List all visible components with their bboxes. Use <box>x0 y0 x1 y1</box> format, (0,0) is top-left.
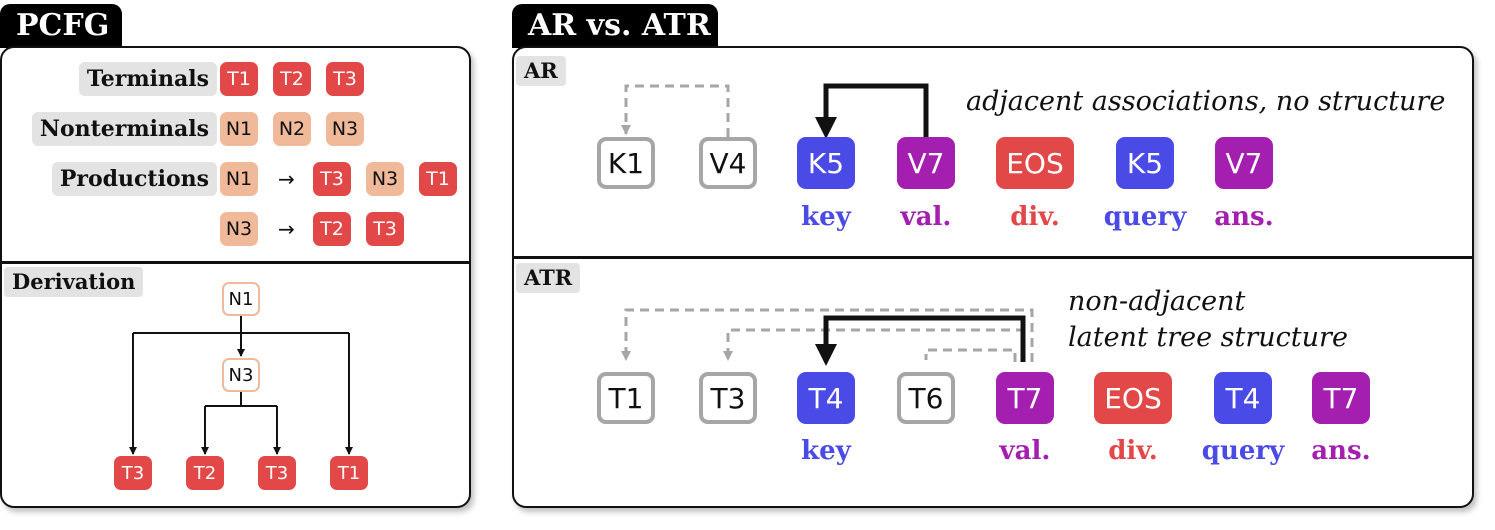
tree-root-node: N1 <box>222 282 260 316</box>
ar-token-ans: V7 <box>1215 137 1273 189</box>
atr-token-query: T4 <box>1214 372 1272 424</box>
production-lhs: N1 <box>220 162 258 196</box>
pcfg-title-tab: PCFG <box>0 4 122 48</box>
ar-role-ans: ans. <box>1214 202 1274 232</box>
production-rhs-token: N3 <box>366 162 404 196</box>
terminals-label: Terminals <box>78 62 217 96</box>
terminal-token: T2 <box>273 62 311 96</box>
ar-role-key: key <box>801 202 851 232</box>
atr-token-eos: EOS <box>1094 372 1172 424</box>
atr-label: ATR <box>516 263 581 293</box>
nonterminals-label: Nonterminals <box>31 112 217 146</box>
atr-role-query: query <box>1201 436 1285 466</box>
atr-role-val: val. <box>999 436 1051 466</box>
derivation-label: Derivation <box>4 267 144 297</box>
ar-label: AR <box>516 56 566 86</box>
arvsatr-title-tab: AR vs. ATR <box>512 4 718 48</box>
ar-note: adjacent associations, no structure <box>966 86 1446 117</box>
production-rhs-token: T3 <box>313 162 351 196</box>
ar-role-val: val. <box>900 202 952 232</box>
ar-token-query: K5 <box>1116 137 1174 189</box>
atr-token-t6: T6 <box>897 372 955 424</box>
nonterminal-token: N3 <box>326 112 364 146</box>
ar-token-eos: EOS <box>996 137 1074 189</box>
production-arrow: → <box>278 167 295 191</box>
ar-atr-divider <box>512 256 1474 259</box>
productions-label: Productions <box>51 162 217 196</box>
production-lhs: N3 <box>220 212 258 246</box>
ar-token-key: K5 <box>797 137 855 189</box>
atr-role-ans: ans. <box>1311 436 1371 466</box>
atr-token-key: T4 <box>797 372 855 424</box>
nonterminal-token: N2 <box>273 112 311 146</box>
atr-token-val: T7 <box>996 372 1054 424</box>
ar-token-k1: K1 <box>597 137 655 189</box>
atr-role-div: div. <box>1108 436 1158 466</box>
production-rhs-token: T1 <box>419 162 457 196</box>
production-rhs-token: T2 <box>313 212 351 246</box>
atr-role-key: key <box>801 436 851 466</box>
terminal-token: T1 <box>220 62 258 96</box>
atr-note-line2: latent tree structure <box>1068 322 1348 353</box>
ar-role-query: query <box>1103 202 1187 232</box>
production-rhs-token: T3 <box>366 212 404 246</box>
atr-token-t3: T3 <box>699 372 757 424</box>
pcfg-divider <box>0 261 471 264</box>
tree-leaf-node: T3 <box>258 456 296 490</box>
tree-leaf-node: T2 <box>186 456 224 490</box>
arvsatr-panel <box>512 46 1474 508</box>
ar-role-div: div. <box>1010 202 1060 232</box>
ar-token-v4: V4 <box>699 137 757 189</box>
tree-mid-node: N3 <box>222 358 260 392</box>
atr-note-line1: non-adjacent <box>1068 286 1246 317</box>
tree-leaf-node: T1 <box>330 456 368 490</box>
terminal-token: T3 <box>326 62 364 96</box>
atr-token-ans: T7 <box>1312 372 1370 424</box>
production-arrow: → <box>278 217 295 241</box>
tree-leaf-node: T3 <box>114 456 152 490</box>
nonterminal-token: N1 <box>220 112 258 146</box>
ar-token-val: V7 <box>897 137 955 189</box>
atr-token-t1: T1 <box>597 372 655 424</box>
